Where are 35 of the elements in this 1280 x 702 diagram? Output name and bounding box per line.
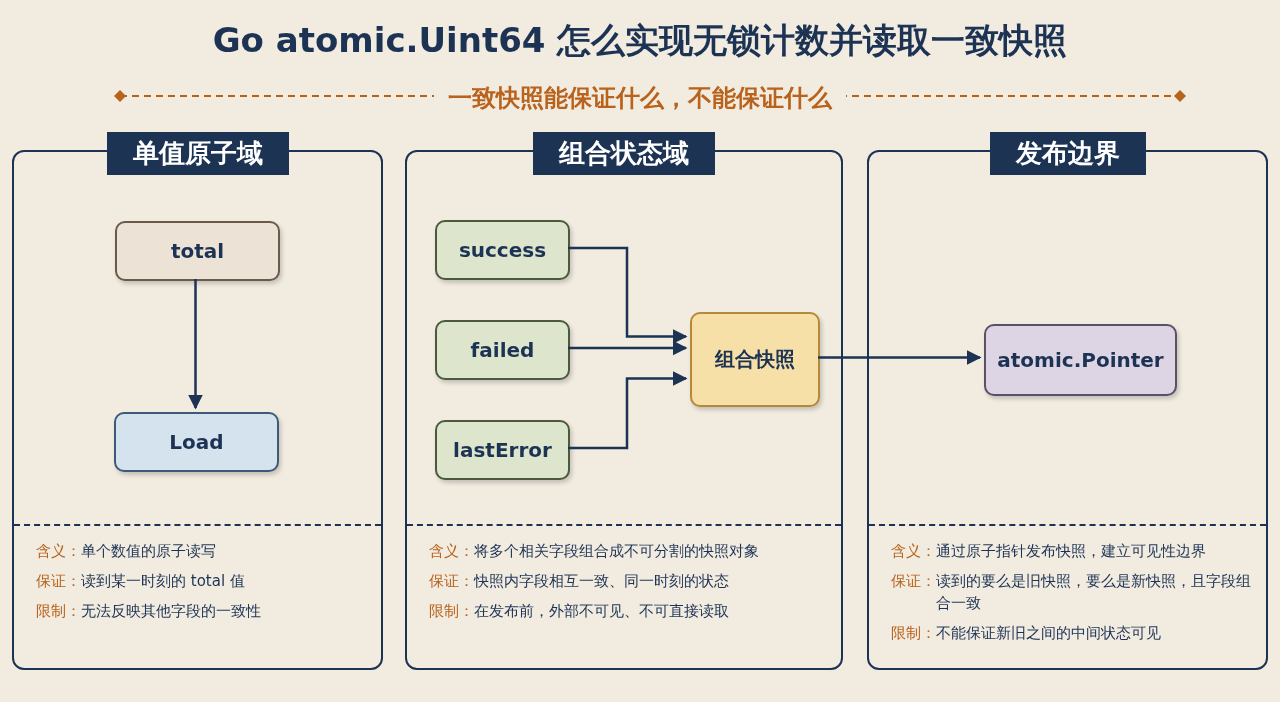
note-label: 限制：: [429, 601, 474, 622]
panel-title: 单值原子域: [106, 132, 289, 175]
arrow: [188, 279, 203, 410]
note-text: 单个数值的原子读写: [81, 541, 216, 562]
note-label: 含义：: [891, 541, 936, 562]
note-text: 将多个相关字段组合成不可分割的快照对象: [474, 541, 759, 562]
note-text: 通过原子指针发布快照，建立可见性边界: [936, 541, 1206, 562]
process-box: Load: [114, 412, 279, 472]
arrow: [818, 350, 982, 365]
arrow: [568, 371, 688, 450]
note-label: 含义：: [429, 541, 474, 562]
process-box: 组合快照: [690, 312, 820, 407]
note-label: 保证：: [36, 571, 81, 592]
arrow: [568, 340, 688, 356]
process-box: lastError: [435, 420, 570, 480]
process-box: success: [435, 220, 570, 280]
note-text: 不能保证新旧之间的中间状态可见: [936, 623, 1161, 644]
panel-title: 组合状态域: [533, 132, 715, 175]
subtitle: 一致快照能保证什么，不能保证什么: [434, 82, 846, 114]
note-text: 无法反映其他字段的一致性: [81, 601, 261, 622]
note-text: 读到某一时刻的 total 值: [81, 571, 245, 592]
note-text: 读到的要么是旧快照，要么是新快照，且字段组合一致: [936, 571, 1252, 614]
panel-title: 发布边界: [989, 132, 1146, 175]
note-label: 限制：: [891, 623, 936, 644]
note-text: 快照内字段相互一致、同一时刻的状态: [474, 571, 729, 592]
note-label: 保证：: [891, 571, 936, 592]
note-label: 含义：: [36, 541, 81, 562]
process-box: failed: [435, 320, 570, 380]
title: Go atomic.Uint64 怎么实现无锁计数并读取一致快照: [212, 20, 1068, 60]
process-box: total: [115, 221, 280, 281]
process-box: atomic.Pointer: [984, 324, 1177, 396]
arrow: [568, 246, 688, 344]
note-label: 限制：: [36, 601, 81, 622]
note-label: 保证：: [429, 571, 474, 592]
note-text: 在发布前，外部不可见、不可直接读取: [474, 601, 729, 622]
